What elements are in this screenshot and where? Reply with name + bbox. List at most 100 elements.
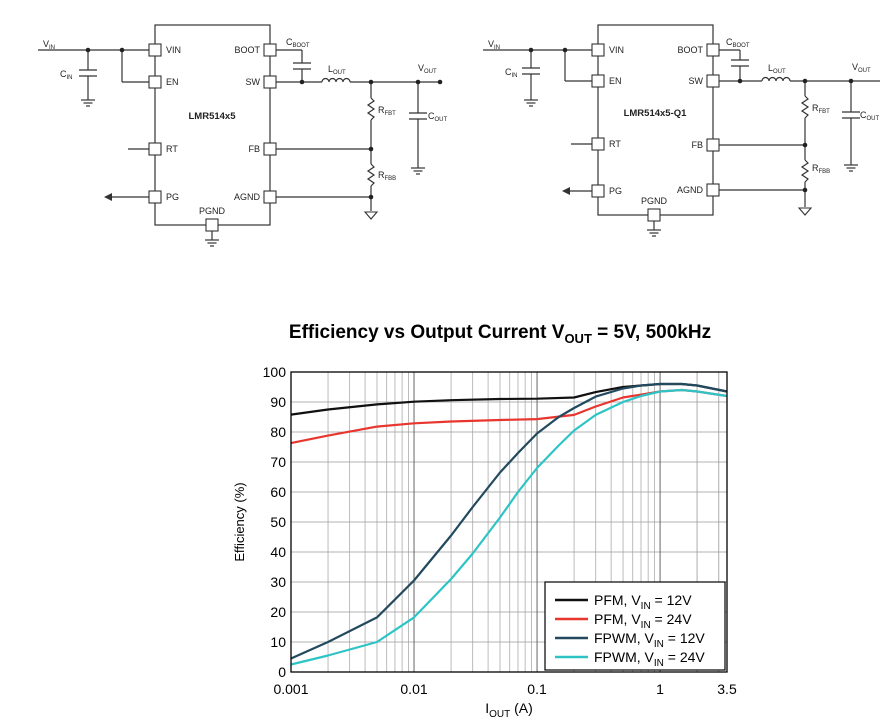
pin-pg-box [148,190,162,204]
series-line-1 [290,382,728,416]
pin-boot-label: BOOT [234,45,260,55]
ground-icon [523,99,539,107]
pin-en-box [591,74,605,88]
legend-label: FPWM, VIN = 24V [594,649,705,669]
x-axis-label: IOUT (A) [485,700,533,720]
y-tick-label: 80 [270,424,286,440]
label-cboot: CBOOT [286,37,310,49]
pin-sw-label: SW [689,76,704,86]
legend-box [544,581,726,671]
pin-vin-box [591,43,605,57]
label-cboot: CBOOT [726,37,750,49]
y-tick-label: 70 [270,454,286,470]
pin-sw-label: SW [246,77,261,87]
junction-dots [85,47,443,200]
pin-rt-label: RT [166,144,178,154]
pin-vin-label: VIN [609,45,624,55]
schematic-right: LMR514x5-Q1 VIN EN RT PG BOOT SW FB AGND… [483,24,880,237]
pin-boot-box [263,43,277,57]
x-tick-label: 0.001 [273,681,308,697]
label-vout: VOUT [418,63,437,75]
label-rfbt: RFBT [378,105,396,117]
y-tick-label: 10 [270,634,286,650]
legend-label: FPWM, VIN = 12V [594,630,705,650]
ground-icon [410,167,426,175]
label-cin: CIN [505,67,518,79]
y-tick-label: 40 [270,544,286,560]
label-lout: LOUT [768,63,786,75]
label-cin: CIN [60,69,73,81]
wiring [483,49,880,230]
series-line-4 [290,388,728,666]
y-axis-label: Efficiency (%) [232,482,247,561]
pin-fb-label: FB [248,144,260,154]
pin-rt-box [591,137,605,151]
y-tick-label: 0 [278,664,286,680]
junction-dots [528,47,854,193]
ground-icon [843,164,859,172]
legend-label: PFM, VIN = 24V [594,611,692,631]
ground-icon [204,239,220,247]
pin-fb-label: FB [691,140,703,150]
efficiency-chart: Efficiency vs Output Current VOUT = 5V, … [232,322,737,720]
pin-rt-label: RT [609,139,621,149]
pin-pgnd-box [205,218,219,232]
x-tick-labels: 0.001 0.01 0.1 1 3.5 [273,681,736,697]
label-rfbb: RFBB [812,163,830,175]
pin-rt-box [148,142,162,156]
series-line-3 [290,382,728,660]
label-lout: LOUT [328,64,346,76]
pin-agnd-label: AGND [234,192,261,202]
pin-pg-label: PG [166,192,179,202]
pg-output-arrow [562,187,570,195]
pin-boot-box [706,43,720,57]
ground-icon [646,229,662,237]
pin-agnd-label: AGND [677,185,704,195]
pin-pg-label: PG [609,186,622,196]
pin-pgnd-label: PGND [199,206,226,216]
pin-pg-box [591,184,605,198]
x-tick-label: 1 [656,681,664,697]
schematic-left: LMR514x5 VIN EN RT PG BOOT SW FB AGND PG… [38,24,448,247]
ic-part-number: LMR514x5-Q1 [624,108,688,119]
signal-ground-icon [363,211,379,220]
x-tick-label: 0.01 [400,681,427,697]
y-tick-label: 100 [263,364,287,380]
x-tick-label: 3.5 [717,681,737,697]
pin-fb-box [706,138,720,152]
pin-boot-label: BOOT [677,45,703,55]
data-series [290,382,728,666]
label-vin: VIN [488,39,500,51]
pin-sw-box [706,74,720,88]
y-tick-label: 90 [270,394,286,410]
pg-output-arrow [104,193,112,201]
chart-title: Efficiency vs Output Current VOUT = 5V, … [289,322,711,346]
pin-vin-box [148,43,162,57]
ic-part-number: LMR514x5 [189,111,237,122]
ground-icon [80,99,96,107]
pin-agnd-box [706,183,720,197]
y-tick-label: 50 [270,514,286,530]
wiring [38,49,440,240]
y-tick-label: 60 [270,484,286,500]
pin-agnd-box [263,190,277,204]
label-vin: VIN [43,39,55,51]
y-tick-label: 30 [270,574,286,590]
pin-en-label: EN [609,76,622,86]
label-cout: COUT [860,110,880,122]
label-rfbb: RFBB [378,170,396,182]
signal-ground-icon [797,207,813,216]
x-tick-label: 0.1 [527,681,547,697]
pin-pgnd-label: PGND [641,196,668,206]
pin-en-label: EN [166,77,179,87]
pin-sw-box [263,75,277,89]
label-vout: VOUT [852,62,871,74]
pin-en-box [148,75,162,89]
label-rfbt: RFBT [812,103,830,115]
pin-fb-box [263,142,277,156]
pin-vin-label: VIN [166,45,181,55]
pin-pgnd-box [647,208,661,222]
